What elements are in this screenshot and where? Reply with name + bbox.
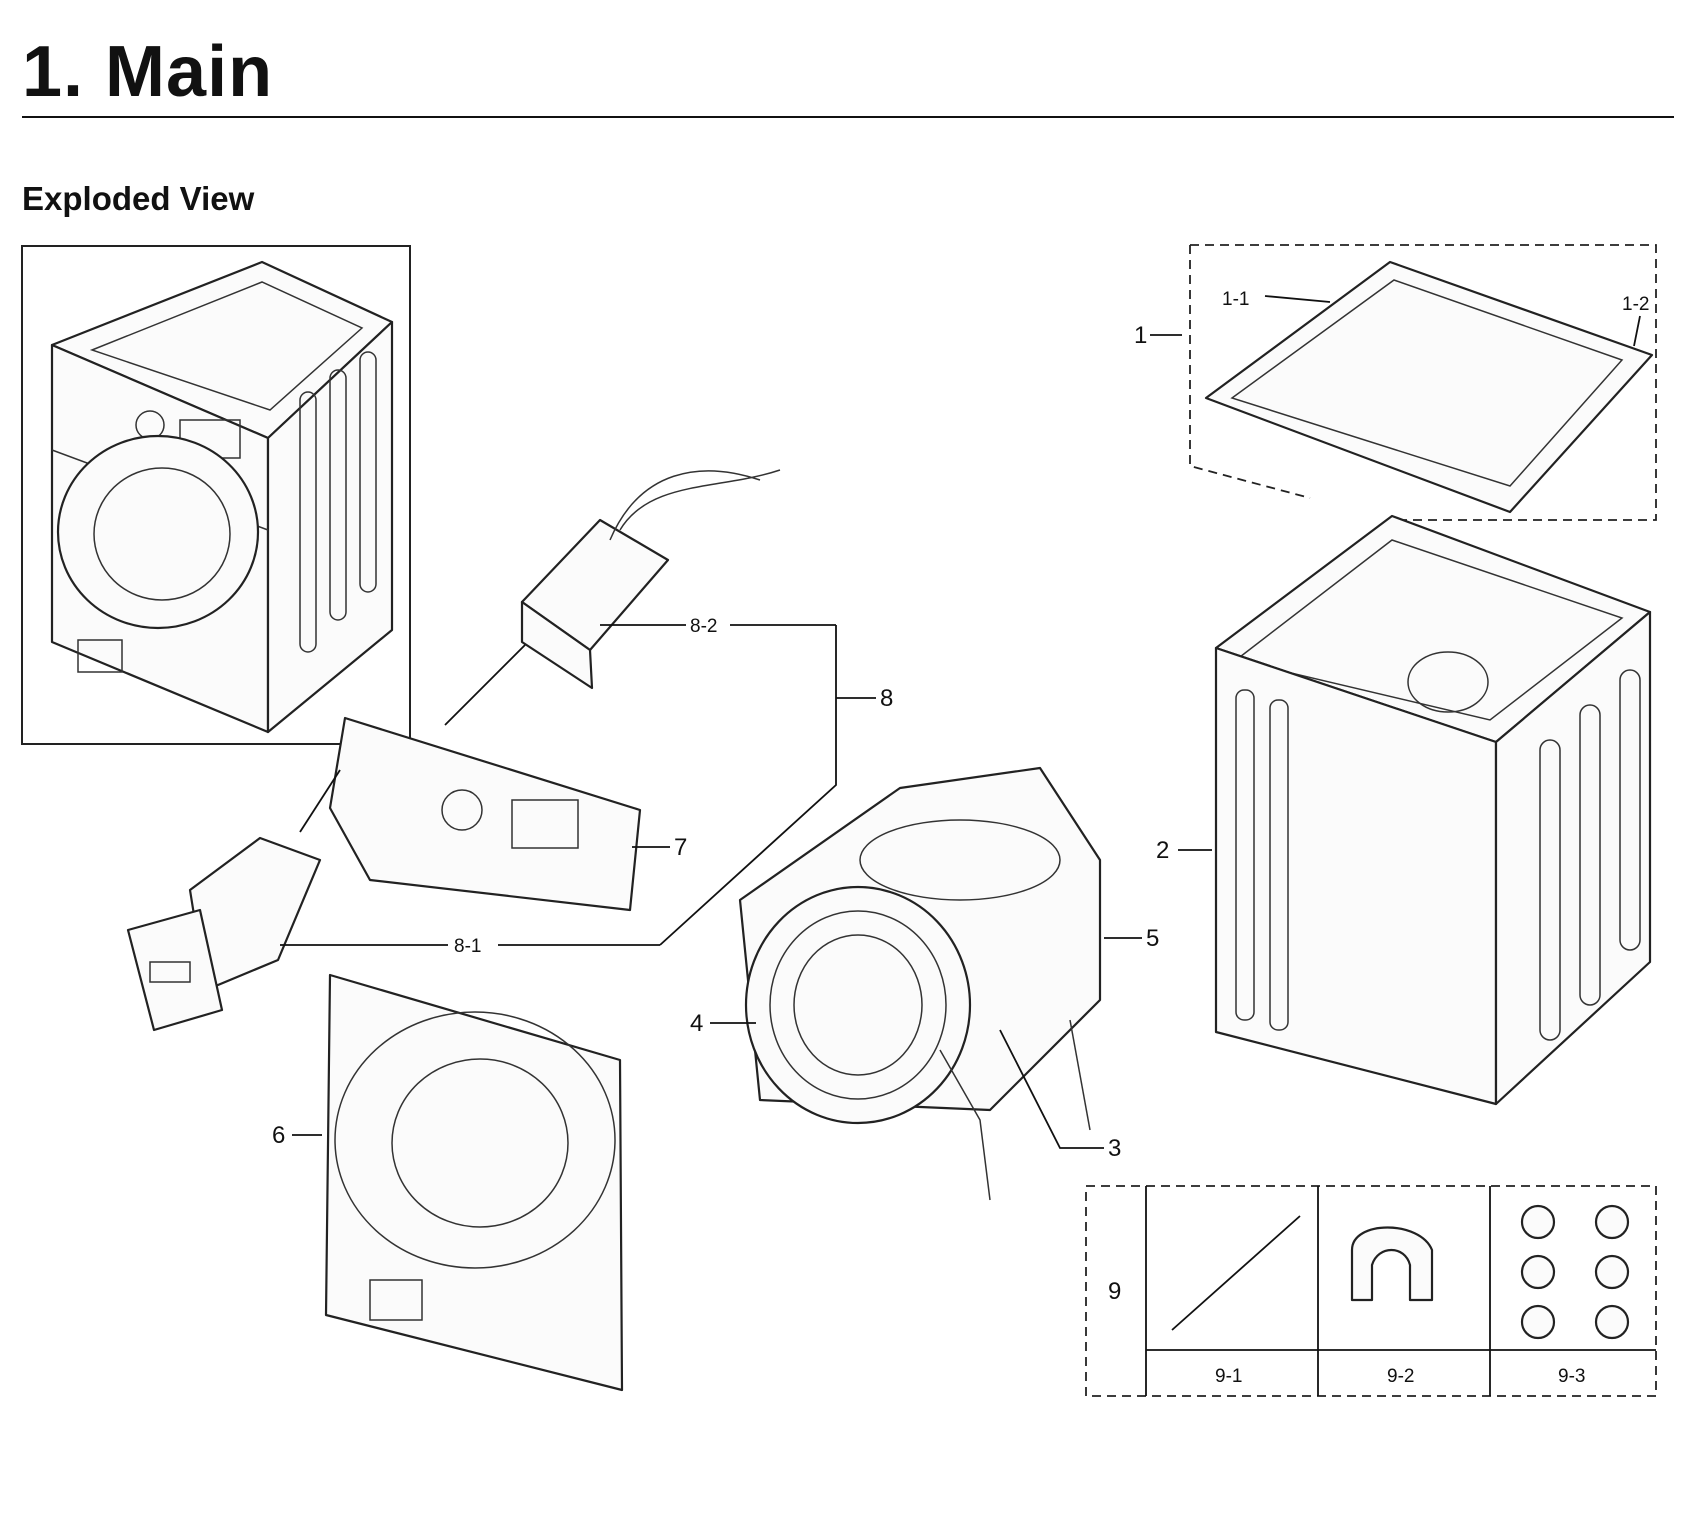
control-panel bbox=[328, 716, 670, 912]
callout-1-1: 1-1 bbox=[1222, 289, 1249, 310]
callout-9: 9 bbox=[1108, 1278, 1121, 1305]
pcb-wiring bbox=[520, 469, 836, 690]
callout-3: 3 bbox=[1108, 1135, 1121, 1162]
front-panel bbox=[292, 973, 624, 1392]
detergent-drawer bbox=[126, 836, 660, 1032]
callout-8: 8 bbox=[880, 685, 893, 712]
cabinet-frame bbox=[1178, 514, 1652, 1106]
top-cover bbox=[1150, 244, 1657, 521]
callout-9-3: 9-3 bbox=[1558, 1366, 1585, 1387]
title-divider bbox=[22, 116, 1674, 118]
tub-assembly bbox=[710, 766, 1142, 1201]
callout-8-2: 8-2 bbox=[690, 616, 717, 637]
callout-6: 6 bbox=[272, 1122, 285, 1149]
callout-9-1: 9-1 bbox=[1215, 1366, 1242, 1387]
accessories-box bbox=[1085, 1185, 1657, 1397]
callout-2: 2 bbox=[1156, 837, 1169, 864]
callout-1-2: 1-2 bbox=[1622, 294, 1649, 315]
callout-1: 1 bbox=[1134, 322, 1147, 349]
callout-8-1: 8-1 bbox=[454, 936, 481, 957]
assembled-washer-inset bbox=[21, 245, 411, 745]
guide-line-a bbox=[299, 769, 341, 833]
section-subtitle: Exploded View bbox=[22, 180, 255, 217]
page-title: 1. Main bbox=[22, 32, 274, 112]
callout-8-bracket bbox=[659, 625, 837, 946]
callout-7: 7 bbox=[674, 834, 687, 861]
guide-line-b bbox=[444, 644, 526, 726]
callout-9-2: 9-2 bbox=[1387, 1366, 1414, 1387]
callout-4: 4 bbox=[690, 1010, 703, 1037]
callout-5: 5 bbox=[1146, 925, 1159, 952]
